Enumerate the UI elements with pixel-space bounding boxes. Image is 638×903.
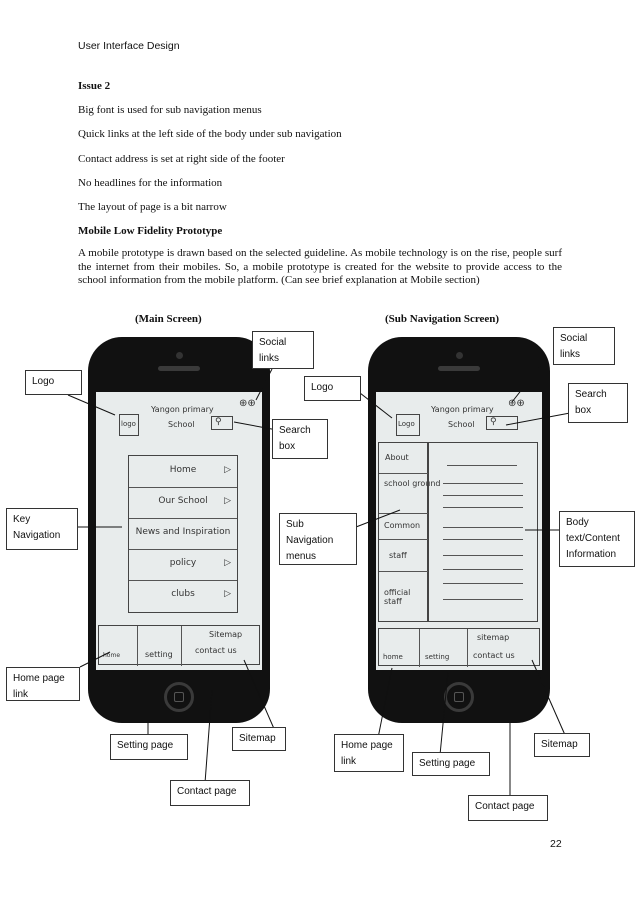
label-key-navigation: Key Navigation	[6, 508, 78, 550]
label-contact-page: Contact page	[468, 795, 548, 821]
label-search-box: Search box	[568, 383, 628, 423]
label-sitemap: Sitemap	[534, 733, 590, 757]
label-search-box: Search box	[272, 419, 328, 459]
page-number: 22	[550, 838, 562, 850]
label-setting-page: Setting page	[412, 752, 490, 776]
label-body-content: Body text/Content Information	[559, 511, 635, 567]
label-setting-page: Setting page	[110, 734, 188, 760]
label-logo: Logo	[25, 370, 82, 395]
label-social-links: Social links	[553, 327, 615, 365]
label-contact-page: Contact page	[170, 780, 250, 806]
label-logo: Logo	[304, 376, 361, 401]
label-sitemap: Sitemap	[232, 727, 286, 751]
label-home-page-link: Home page link	[334, 734, 404, 772]
label-sub-navigation: Sub Navigation menus	[279, 513, 357, 565]
label-social-links: Social links	[252, 331, 314, 369]
label-home-page-link: Home page link	[6, 667, 80, 701]
